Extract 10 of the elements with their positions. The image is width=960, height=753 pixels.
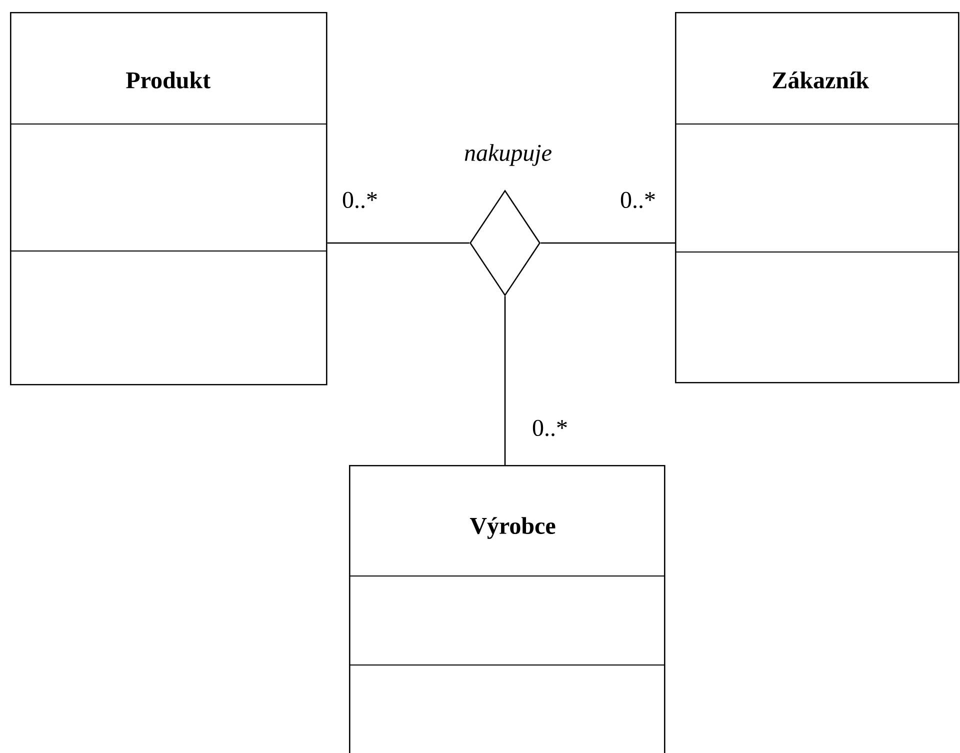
multiplicity-label: 0..* — [620, 192, 655, 208]
multiplicity-label: 0..* — [532, 420, 567, 436]
class-box: Výrobce — [348, 465, 666, 753]
association-line — [504, 296, 506, 465]
multiplicity-label: 0..* — [342, 192, 377, 208]
association-line — [327, 242, 470, 244]
class-box: Zákazník — [674, 12, 960, 384]
class-box: Produkt — [10, 12, 328, 386]
association-line — [540, 242, 675, 244]
association-name: nakupuje — [464, 144, 552, 166]
